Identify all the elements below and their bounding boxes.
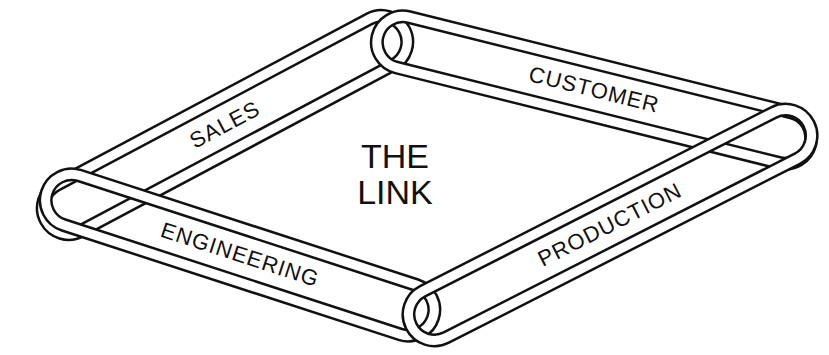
chain-link: SALES	[24, 0, 426, 253]
center-title: THE LINK	[345, 139, 445, 210]
chain-link: PRODUCTION	[390, 91, 829, 355]
chain-band	[400, 101, 821, 350]
chain-band	[371, 11, 816, 169]
chain-band	[371, 11, 816, 169]
chain-link: CUSTOMER	[363, 2, 825, 177]
chain-band	[400, 101, 821, 350]
